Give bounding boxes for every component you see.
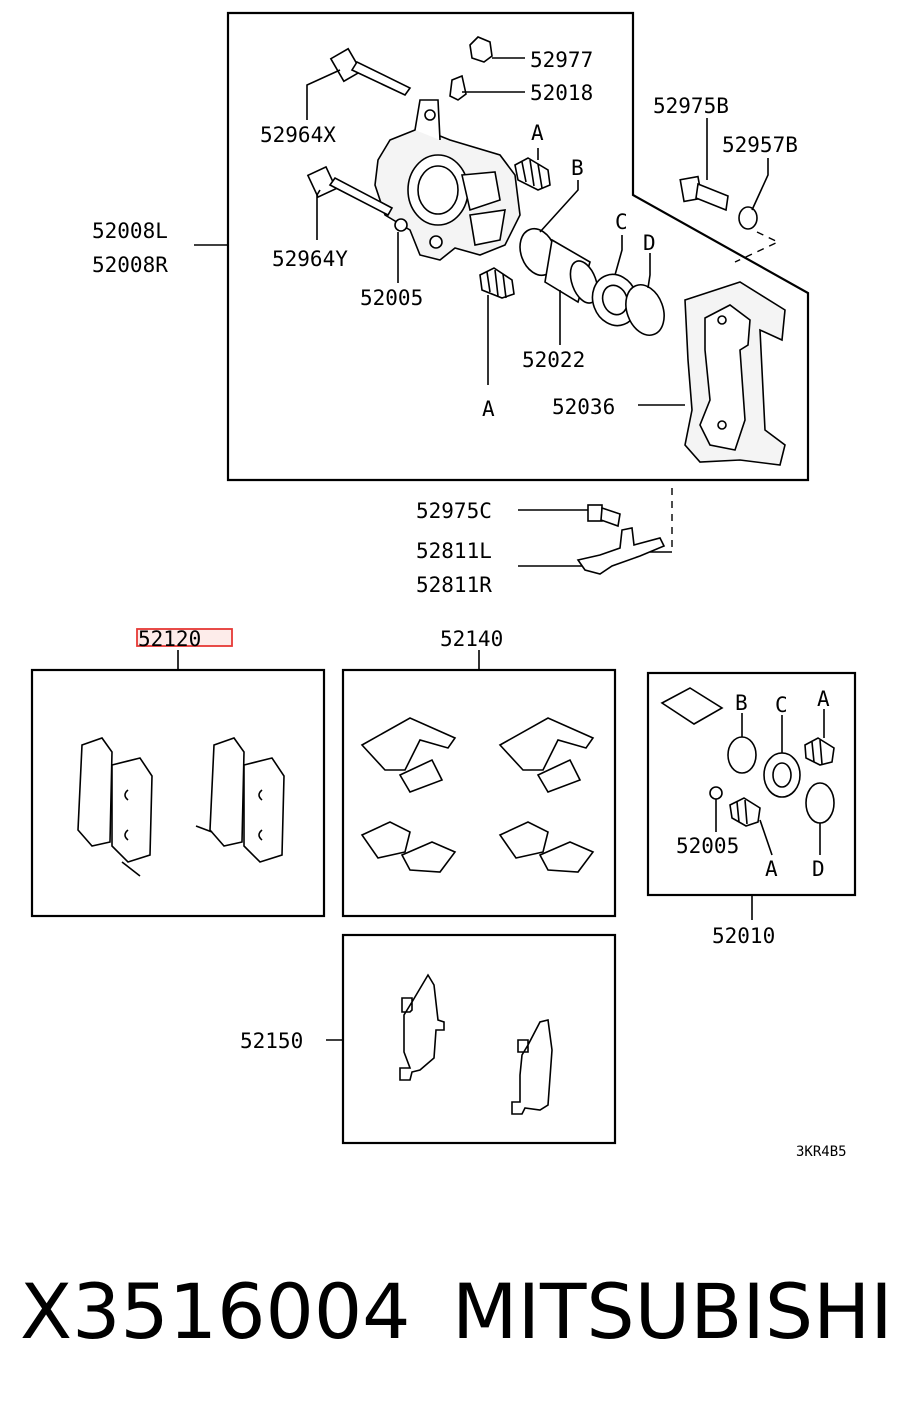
brand-name: MITSUBISHI [452,1267,893,1356]
label-52150: 52150 [240,1029,303,1053]
guide-pin-x-drawing [329,47,412,97]
guide-pin-y-drawing [306,165,394,217]
boot-top-drawing [514,157,551,191]
label-52964y: 52964Y [272,247,348,271]
part-number: X3516004 [20,1267,411,1356]
clip-kit-frame [341,668,617,918]
kit-dust-boot-drawing [763,752,801,798]
washer-drawing [738,206,758,230]
retaining-ring-drawing [625,284,665,336]
brake-pads-right-drawing [195,737,285,863]
caliper-support-drawing [684,281,786,466]
footer: X3516004 MITSUBISHI [0,1262,909,1372]
label-52964x: 52964X [260,123,336,147]
bushing-drawing [394,218,408,232]
label-52008l: 52008L [92,219,168,243]
kit-boot-top-drawing [804,737,835,766]
shim-right-drawing [511,1019,553,1115]
ref-d: D [643,231,656,255]
pad-clip-4-drawing [498,821,595,873]
label-52010: 52010 [712,924,775,948]
ref-b: B [571,156,584,180]
bleeder-screw-drawing [449,74,467,101]
parts-diagram: 52977 52018 52964X 52964Y 52008L 52008R … [30,11,857,1160]
shim-left-drawing [399,973,445,1081]
kit-ref-a-top: A [817,687,830,711]
pad-kit-highlight [136,628,233,647]
label-52120: 52120 [138,627,201,651]
caliper-assembly-frame [226,11,810,482]
figure-code: 3KR4B5 [796,1144,847,1160]
bolt-c-drawing [587,504,621,528]
kit-ref-b: B [735,691,748,715]
shim-kit-frame [341,933,617,1145]
kit-piston-seal-drawing [727,736,757,774]
label-52975c: 52975C [416,499,492,523]
label-52957b: 52957B [722,133,798,157]
kit-retaining-ring-drawing [805,782,835,824]
kit-boot-bottom-drawing [729,797,761,827]
kit-ref-d: D [812,857,825,881]
bracket-parts: 52975C 52811L 52811R [416,488,673,597]
label-52977: 52977 [530,48,593,72]
pad-kit: 52120 [30,627,326,918]
label-52008r: 52008R [92,253,168,277]
clip-kit: 52140 [341,627,617,918]
kit-bushing-drawing [709,786,723,800]
label-52811r: 52811R [416,573,492,597]
shim-kit: 52150 [240,933,617,1145]
piston-drawing [544,238,599,304]
caliper-body-drawing [374,99,521,261]
pad-clip-2-drawing [498,717,595,793]
label-52811l: 52811L [416,539,492,563]
label-52975b: 52975B [653,94,729,118]
ref-c: C [615,210,628,234]
label-52005: 52005 [360,286,423,310]
label-52018: 52018 [530,81,593,105]
kit-ref-c: C [775,693,788,717]
label-52036: 52036 [552,395,615,419]
pad-kit-frame [30,668,326,918]
ref-a-bottom: A [482,397,495,421]
kit-ref-a-bottom: A [765,857,778,881]
label-52140: 52140 [440,627,503,651]
kit-label-52005: 52005 [676,834,739,858]
grease-packet-drawing [660,687,724,725]
boot-bottom-drawing [479,267,515,299]
label-52022: 52022 [522,348,585,372]
bracket-drawing [576,527,666,575]
pad-clip-3-drawing [360,821,457,873]
bolt-b-drawing [679,175,729,212]
caliper-assembly: 52977 52018 52964X 52964Y 52008L 52008R … [92,11,810,482]
brake-pads-left-drawing [77,737,153,877]
seal-kit: B C A 52005 A D 52010 [646,671,857,948]
ref-a-top: A [531,121,544,145]
bleeder-cap-drawing [469,36,493,63]
pad-clip-1-drawing [360,717,457,793]
